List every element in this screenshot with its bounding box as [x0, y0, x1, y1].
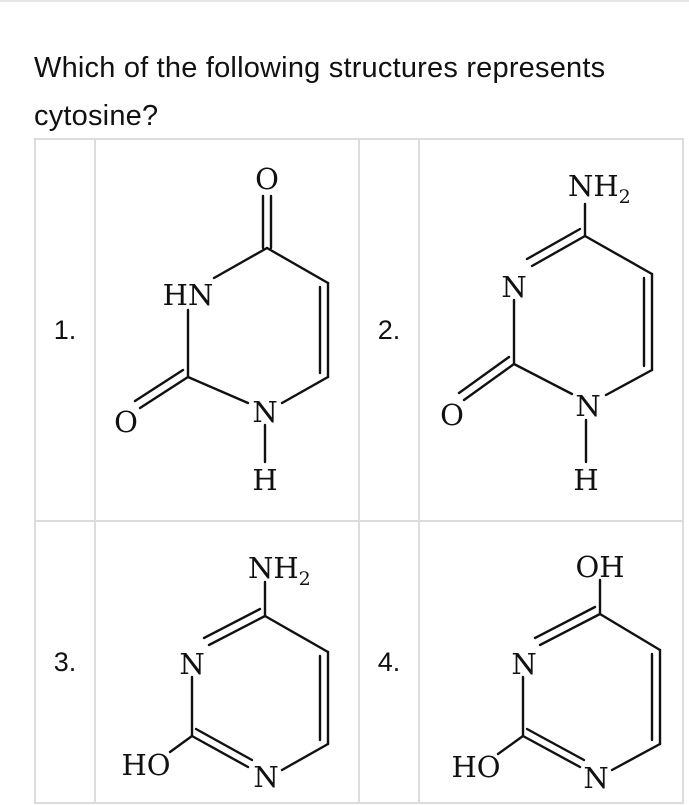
atom-label: N	[501, 270, 526, 304]
atom-label: HN	[163, 278, 214, 312]
question-text: Which of the following structures repres…	[34, 52, 606, 132]
atom-label: H	[573, 463, 598, 497]
options-row: 3. NH2	[34, 520, 684, 804]
bond	[525, 227, 582, 261]
atom-label: HO	[451, 750, 500, 784]
options-table: 1.	[34, 138, 684, 804]
option-number[interactable]: 2.	[358, 138, 420, 522]
option-number[interactable]: 3.	[34, 520, 96, 804]
bond	[457, 355, 511, 395]
bond	[598, 612, 662, 652]
atom-label: NH2	[248, 551, 311, 590]
atom-label: N	[179, 647, 204, 681]
option-2-structure[interactable]: NH2 N O N H	[418, 138, 684, 522]
atom-label: H	[252, 463, 277, 497]
bond	[512, 362, 574, 396]
structure-3-diagram: NH2 N HO N	[121, 551, 330, 794]
bond	[186, 375, 250, 405]
option-4-structure[interactable]: OH N HO N	[418, 520, 684, 804]
bond	[212, 246, 269, 280]
bond	[610, 742, 662, 772]
option-number[interactable]: 1.	[34, 138, 96, 522]
bond	[207, 614, 267, 647]
bond	[280, 375, 330, 405]
structure-4-diagram: OH N HO N	[451, 550, 662, 795]
atom-label: N	[252, 395, 277, 429]
bond	[263, 614, 330, 654]
bond	[496, 734, 525, 756]
option-1-structure[interactable]: O HN O N H	[94, 138, 360, 522]
bond	[265, 246, 330, 285]
bond	[521, 734, 582, 769]
bond	[168, 734, 194, 754]
atom-label: HO	[121, 748, 170, 782]
bond	[462, 362, 516, 402]
bond	[604, 368, 654, 397]
atom-label: O	[114, 405, 138, 439]
atom-label: OH	[575, 550, 624, 584]
option-3-structure[interactable]: NH2 N HO N	[94, 520, 360, 804]
atom-label: N	[583, 761, 608, 795]
bond	[533, 605, 597, 640]
atom-label: NH2	[568, 169, 631, 208]
bond	[138, 375, 190, 410]
options-row: 1.	[34, 138, 684, 522]
bond	[194, 727, 254, 762]
bond	[202, 607, 262, 640]
atom-label: N	[253, 760, 278, 794]
structure-1-diagram: O HN O N H	[114, 162, 330, 497]
structure-2-diagram: NH2 N O N H	[440, 169, 654, 497]
atom-label: N	[511, 647, 536, 681]
bond	[530, 234, 587, 268]
bond	[280, 742, 330, 772]
bond	[133, 368, 185, 403]
bond	[190, 734, 250, 769]
bond	[583, 234, 654, 276]
atom-label: N	[575, 389, 600, 423]
atom-label: O	[255, 162, 279, 196]
bond	[538, 612, 602, 647]
option-number[interactable]: 4.	[358, 520, 420, 804]
top-divider	[0, 0, 689, 2]
atom-label: O	[440, 398, 464, 432]
bond	[525, 727, 586, 762]
